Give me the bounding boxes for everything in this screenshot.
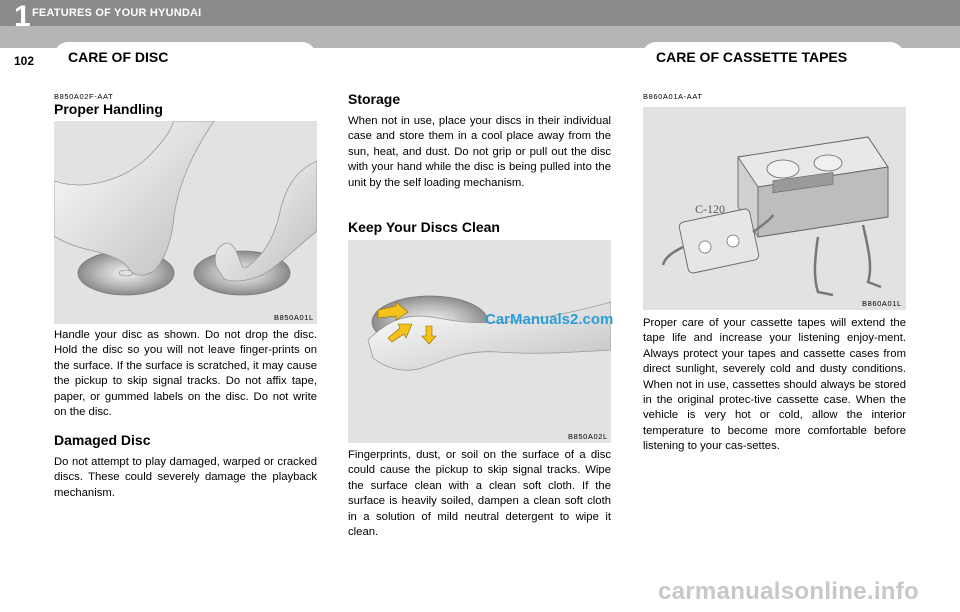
page-number: 102 <box>14 54 35 68</box>
section-code: B860A01A-AAT <box>643 92 703 101</box>
damaged-disc-heading: Damaged Disc <box>54 432 151 448</box>
footer-watermark: carmanualsonline.info <box>658 578 920 605</box>
cassette-and-deck-image: C-120 <box>661 136 889 297</box>
section-code: B850A02F-AAT <box>54 92 114 101</box>
hands-holding-discs-image <box>54 121 317 296</box>
keep-clean-paragraph: Fingerprints, dust, or soil on the surfa… <box>348 449 611 539</box>
damaged-disc-paragraph: Do not attempt to play damaged, warped o… <box>54 456 317 499</box>
cassette-label: C-120 <box>695 202 725 216</box>
right-section-tab <box>642 42 904 70</box>
watermark: CarManuals2.com <box>485 311 614 328</box>
chapter-title: FEATURES OF YOUR HYUNDAI <box>32 7 202 19</box>
hands-wiping-disc-image <box>367 295 611 371</box>
image-caption: B850A01L <box>274 313 314 322</box>
left-section-tab <box>54 42 316 70</box>
storage-paragraph: When not in use, place your discs in the… <box>348 115 611 189</box>
image-caption: B850A02L <box>568 432 608 441</box>
right-section-title: CARE OF CASSETTE TAPES <box>656 49 848 65</box>
cassette-player-illustration: C-120 <box>643 107 906 310</box>
proper-handling-heading: Proper Handling <box>54 101 163 117</box>
image-caption: B860A01L <box>862 299 902 308</box>
proper-handling-paragraph: Handle your disc as shown. Do not drop t… <box>54 329 317 419</box>
left-section-title: CARE OF DISC <box>68 49 169 65</box>
chapter-number: 1 <box>14 0 31 33</box>
keep-discs-clean-heading: Keep Your Discs Clean <box>348 219 500 235</box>
disc-handling-illustration <box>54 121 317 324</box>
disc-cleaning-illustration <box>348 240 611 443</box>
cassette-care-paragraph: Proper care of your cassette tapes will … <box>643 317 906 453</box>
storage-heading: Storage <box>348 91 401 107</box>
